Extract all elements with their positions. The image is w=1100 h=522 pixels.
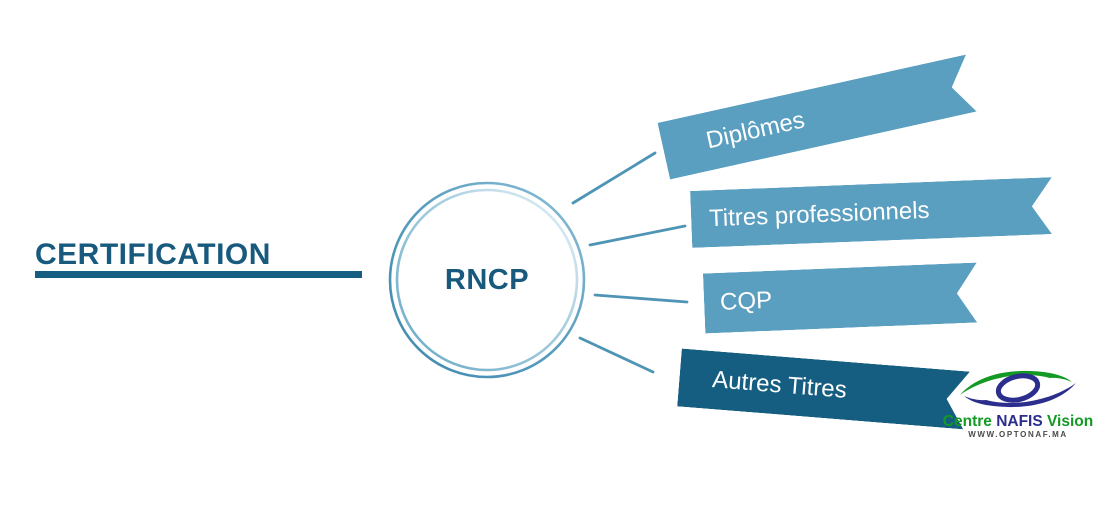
branch-banner-titres-professionnels: Titres professionnels [690, 177, 1054, 248]
branch-label: Diplômes [703, 106, 808, 155]
connector-line-titres [588, 224, 687, 247]
eye-icon [960, 370, 1076, 408]
logo-website: WWW.OPTONAF.MA [968, 430, 1068, 439]
title-underline [35, 271, 362, 278]
centre-nafis-vision-logo: Centre NAFIS Vision WWW.OPTONAF.MA [943, 366, 1093, 440]
branch-label: CQP [719, 286, 773, 316]
logo-name: Centre NAFIS Vision [943, 413, 1093, 430]
logo-name-vision: Vision [1042, 413, 1094, 430]
branch-banner-autres-titres: Autres Titres [677, 349, 970, 430]
branch-label: Autres Titres [711, 366, 848, 404]
connector-line-autres [578, 336, 655, 374]
branch-banner-cqp: CQP [703, 263, 979, 334]
logo-name-centre: Centre [942, 413, 997, 430]
logo-name-nafis: NAFIS [996, 413, 1043, 430]
branch-label: Titres professionnels [708, 196, 931, 232]
connector-line-cqp [593, 293, 689, 304]
hub-label: RNCP [444, 263, 530, 296]
page-title: CERTIFICATION [35, 238, 271, 271]
branch-banner-diplomes: Diplômes [657, 54, 978, 179]
